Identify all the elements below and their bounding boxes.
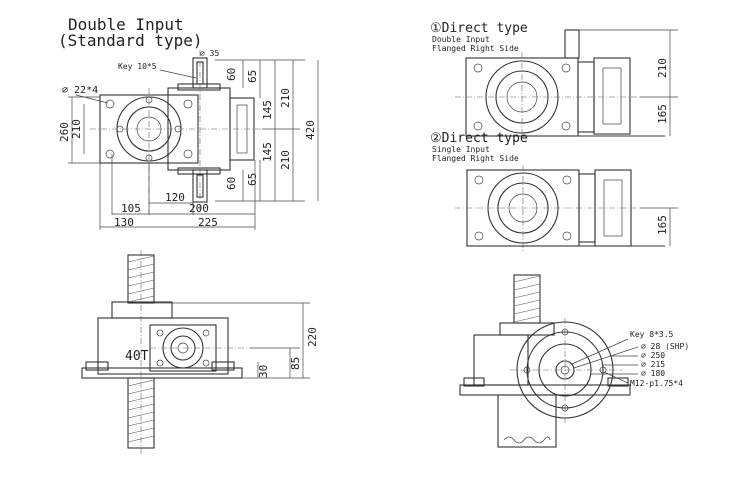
direct1-dim-210: 210 — [656, 58, 669, 78]
end-screw-top — [513, 274, 541, 324]
end-key-label: Key 8*3.5 — [630, 330, 674, 339]
end-d180-label: ∅ 180 — [641, 369, 665, 378]
dim-60-top: 60 — [225, 68, 238, 81]
dim-145-bottom: 145 — [261, 142, 274, 162]
end-d250-label: ∅ 250 — [641, 351, 665, 360]
dim-210-top: 210 — [279, 88, 292, 108]
dim-145-top: 145 — [261, 100, 274, 120]
bolt-hole — [105, 99, 115, 109]
dim-105: 105 — [121, 202, 141, 215]
direct1-dim-165: 165 — [656, 104, 669, 124]
direct1-line1: Double Input — [432, 35, 490, 44]
label-40t: 40T — [125, 349, 149, 364]
dim-210-bottom: 210 — [279, 150, 292, 170]
bolt-hole — [183, 149, 193, 159]
dim-130: 130 — [114, 216, 134, 229]
bolt-hole — [105, 149, 115, 159]
dim-420: 420 — [304, 120, 317, 140]
key-label: Key 10*5 — [118, 62, 157, 71]
std-title: Double Input — [68, 15, 184, 34]
direct1-title: ①Direct type — [430, 21, 528, 36]
dim-210-left: 210 — [70, 119, 83, 139]
end-tube — [497, 394, 557, 448]
end-view: Key 8*3.5 ∅ 28 (SHP) ∅ 250 ∅ 215 ∅ 180 M… — [459, 274, 689, 448]
direct2-dim-165: 165 — [656, 215, 669, 235]
dim-60-bottom: 60 — [225, 177, 238, 190]
direct1-line2: Flanged Right Side — [432, 44, 519, 53]
dim-260: 260 — [58, 122, 71, 142]
shaft-dia-label: ∅ 35 — [200, 49, 219, 58]
dim-120: 120 — [165, 191, 185, 204]
side-dim-30: 30 — [257, 365, 270, 378]
direct2-title: ②Direct type — [430, 131, 528, 146]
direct2-line2: Flanged Right Side — [432, 154, 519, 163]
side-dim-220: 220 — [306, 327, 319, 347]
side-base — [81, 367, 243, 379]
direct-type-1: ①Direct type Double Input Flanged Right … — [430, 21, 678, 142]
bolt-hole — [183, 99, 193, 109]
standard-view: Double Input (Standard type) ∅ 35 Key 10… — [58, 15, 319, 230]
gear-housing — [167, 87, 231, 171]
end-d215-label: ∅ 215 — [641, 360, 665, 369]
side-view: 40T 220 85 30 — [81, 250, 319, 455]
end-thread-label: M12-p1.75*4 — [630, 379, 683, 388]
dim-65-top: 65 — [246, 70, 259, 83]
end-d28-label: ∅ 28 (SHP) — [641, 342, 689, 351]
direct2-line1: Single Input — [432, 145, 490, 154]
side-housing — [97, 317, 229, 375]
std-subtitle: (Standard type) — [58, 31, 203, 50]
side-dim-85: 85 — [289, 357, 302, 370]
dim-225: 225 — [198, 216, 218, 229]
dim-65-bottom: 65 — [246, 173, 259, 186]
direct-type-2: ②Direct type Single Input Flanged Right … — [430, 131, 678, 252]
bolt-holes-label: ∅ 22*4 — [62, 85, 98, 96]
dim-200: 200 — [189, 202, 209, 215]
